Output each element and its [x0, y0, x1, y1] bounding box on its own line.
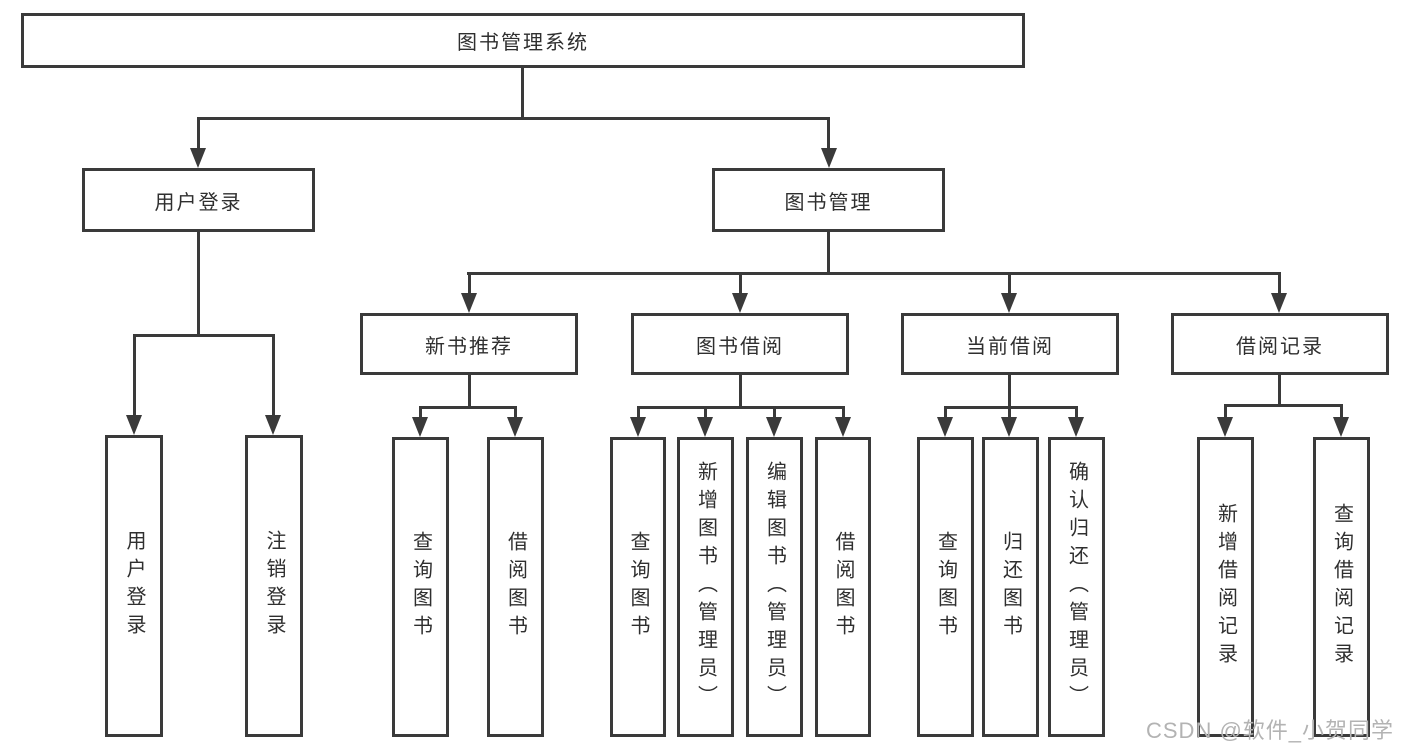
arrowhead-borrow-records-icon — [1271, 293, 1287, 313]
connector-arrow-book-mgmt-stem — [827, 117, 830, 150]
arrowhead-cb-return-icon — [1001, 417, 1017, 437]
connector-arrow-bb-borrow-stem — [842, 406, 845, 419]
leaf-bb-borrow-books-label: 借阅图书 — [832, 531, 854, 643]
node-root-library-system: 图书管理系统 — [21, 13, 1025, 68]
arrowhead-user-login-icon — [190, 148, 206, 168]
leaf-cb-return-books: 归还图书 — [982, 437, 1039, 737]
connector-arrow-logout-leaf-stem — [272, 334, 275, 417]
connector-current-borrow-hline — [944, 406, 1078, 409]
leaf-user-login-label: 用户登录 — [123, 530, 145, 642]
connector-arrow-borrow-records-stem — [1278, 272, 1281, 295]
connector-new-books-hline — [419, 406, 517, 409]
arrowhead-br-add-icon — [1217, 417, 1233, 437]
connector-root-hline — [197, 117, 830, 120]
arrowhead-book-mgmt-icon — [821, 148, 837, 168]
leaf-nb-borrow-books-label: 借阅图书 — [504, 531, 527, 643]
arrowhead-bb-add-icon — [697, 417, 713, 437]
leaf-bb-query-books: 查询图书 — [610, 437, 666, 737]
arrowhead-new-books-icon — [461, 293, 477, 313]
connector-arrow-cb-query-stem — [944, 406, 947, 419]
connector-user-login-hline — [133, 334, 275, 337]
leaf-logout-label: 注销登录 — [263, 530, 285, 642]
connector-arrow-book-borrow-stem — [739, 272, 742, 295]
node-borrow-records: 借阅记录 — [1171, 313, 1389, 375]
arrowhead-cb-query-icon — [937, 417, 953, 437]
arrowhead-logout-leaf-icon — [265, 415, 281, 435]
arrowhead-book-borrow-icon — [732, 293, 748, 313]
node-current-borrow: 当前借阅 — [901, 313, 1119, 375]
connector-root-stem — [521, 68, 524, 119]
connector-book-borrow-hline — [637, 406, 845, 409]
node-book-management: 图书管理 — [712, 168, 945, 232]
leaf-br-query-record-label: 查询借阅记录 — [1330, 503, 1353, 671]
arrowhead-bb-borrow-icon — [835, 417, 851, 437]
leaf-bb-edit-books-admin: 编辑图书（管理员） — [746, 437, 803, 737]
arrowhead-nb-borrow-icon — [507, 417, 523, 437]
leaf-br-add-record-label: 新增借阅记录 — [1214, 503, 1237, 671]
node-current-borrow-label: 当前借阅 — [966, 335, 1054, 358]
leaf-user-login: 用户登录 — [105, 435, 163, 737]
node-new-book-recommend: 新书推荐 — [360, 313, 578, 375]
connector-arrow-current-borrow-stem — [1008, 272, 1011, 295]
connector-arrow-br-add-stem — [1224, 404, 1227, 419]
node-new-book-recommend-label: 新书推荐 — [425, 335, 513, 358]
arrowhead-current-borrow-icon — [1001, 293, 1017, 313]
connector-book-mgmt-hline — [467, 272, 1281, 275]
node-user-login: 用户登录 — [82, 168, 315, 232]
arrowhead-login-leaf-icon — [126, 415, 142, 435]
leaf-br-add-record: 新增借阅记录 — [1197, 437, 1254, 737]
leaf-nb-query-books-label: 查询图书 — [409, 531, 432, 643]
leaf-cb-query-books-label: 查询图书 — [934, 531, 957, 643]
arrowhead-br-query-icon — [1333, 417, 1349, 437]
connector-arrow-user-login-stem — [197, 117, 200, 150]
node-book-borrow-label: 图书借阅 — [696, 335, 784, 358]
node-user-login-label: 用户登录 — [154, 191, 243, 214]
leaf-bb-edit-books-admin-label: 编辑图书（管理员） — [763, 461, 786, 713]
arrowhead-bb-query-icon — [630, 417, 646, 437]
connector-arrow-cb-confirm-stem — [1075, 406, 1078, 419]
node-root-label: 图书管理系统 — [457, 32, 589, 54]
arrowhead-nb-query-icon — [412, 417, 428, 437]
arrowhead-cb-confirm-icon — [1068, 417, 1084, 437]
connector-arrow-bb-query-stem — [637, 406, 640, 419]
connector-borrow-records-stem2 — [1278, 375, 1281, 406]
leaf-cb-confirm-return-admin-label: 确认归还（管理员） — [1065, 461, 1088, 713]
connector-arrow-new-books-stem — [468, 272, 471, 295]
leaf-cb-query-books: 查询图书 — [917, 437, 974, 737]
leaf-bb-borrow-books: 借阅图书 — [815, 437, 871, 737]
node-book-borrow: 图书借阅 — [631, 313, 849, 375]
connector-arrow-cb-return-stem — [1008, 406, 1011, 419]
leaf-bb-query-books-label: 查询图书 — [627, 531, 649, 643]
connector-arrow-bb-add-stem — [704, 406, 707, 419]
connector-arrow-login-leaf-stem — [133, 334, 136, 417]
leaf-nb-query-books: 查询图书 — [392, 437, 449, 737]
connector-borrow-records-hline — [1224, 404, 1343, 407]
leaf-cb-return-books-label: 归还图书 — [999, 531, 1022, 643]
connector-current-borrow-stem2 — [1008, 375, 1011, 408]
leaf-cb-confirm-return-admin: 确认归还（管理员） — [1048, 437, 1105, 737]
connector-new-books-stem — [468, 375, 471, 408]
connector-arrow-bb-edit-stem — [773, 406, 776, 419]
arrowhead-bb-edit-icon — [766, 417, 782, 437]
connector-user-login-stem — [197, 232, 200, 337]
node-book-management-label: 图书管理 — [784, 191, 873, 214]
leaf-br-query-record: 查询借阅记录 — [1313, 437, 1370, 737]
connector-arrow-br-query-stem — [1340, 404, 1343, 419]
leaf-logout: 注销登录 — [245, 435, 303, 737]
leaf-nb-borrow-books: 借阅图书 — [487, 437, 544, 737]
connector-book-borrow-stem2 — [739, 375, 742, 408]
connector-arrow-nb-borrow-stem — [514, 406, 517, 419]
csdn-watermark: CSDN @软件_小贺同学 — [1146, 718, 1395, 743]
leaf-bb-add-books-admin: 新增图书（管理员） — [677, 437, 734, 737]
connector-book-mgmt-stem — [827, 232, 830, 274]
leaf-bb-add-books-admin-label: 新增图书（管理员） — [694, 461, 717, 713]
node-borrow-records-label: 借阅记录 — [1236, 335, 1324, 358]
connector-arrow-nb-query-stem — [419, 406, 422, 419]
